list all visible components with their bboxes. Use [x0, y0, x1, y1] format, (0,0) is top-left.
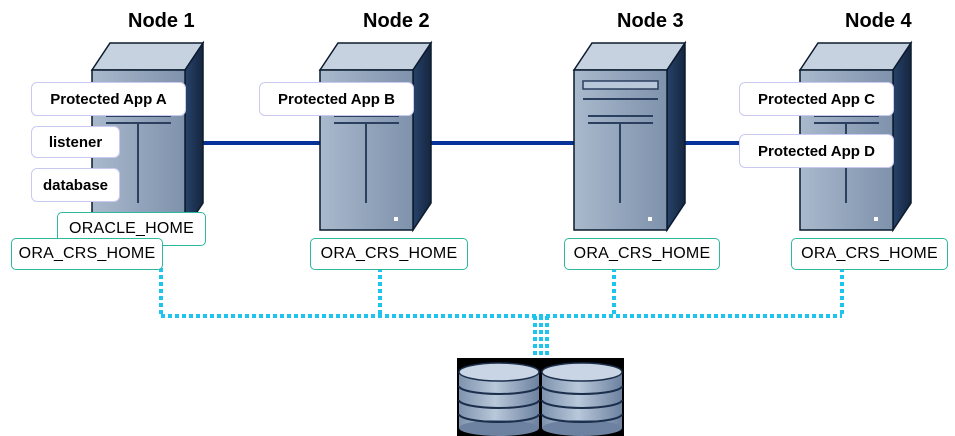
disk-stack-right: [541, 362, 623, 436]
crs-home-node-1: ORA_CRS_HOME: [11, 238, 163, 270]
disk-stack-left: [458, 362, 540, 436]
server-tower-node-3: [572, 40, 687, 233]
node-title-4: Node 4: [845, 10, 912, 32]
server-tower-node-2: [318, 40, 433, 233]
crs-home-node-3: ORA_CRS_HOME: [564, 238, 720, 270]
database-label: database: [31, 168, 120, 202]
node-title-3: Node 3: [617, 10, 684, 32]
protected-app-b-label: Protected App B: [259, 82, 414, 116]
node-title-2: Node 2: [363, 10, 430, 32]
shared-storage: [457, 358, 624, 436]
crs-home-node-4: ORA_CRS_HOME: [791, 238, 948, 270]
listener-label: listener: [31, 126, 120, 158]
interconnect: [176, 134, 800, 152]
protected-app-d-label: Protected App D: [739, 134, 894, 168]
node-title-1: Node 1: [128, 10, 195, 32]
protected-app-c-label: Protected App C: [739, 82, 894, 116]
crs-home-node-2: ORA_CRS_HOME: [310, 238, 468, 270]
storage-network: [159, 268, 844, 365]
oracle-home-node-1: ORACLE_HOME: [57, 212, 206, 246]
protected-app-a-label: Protected App A: [31, 82, 186, 116]
